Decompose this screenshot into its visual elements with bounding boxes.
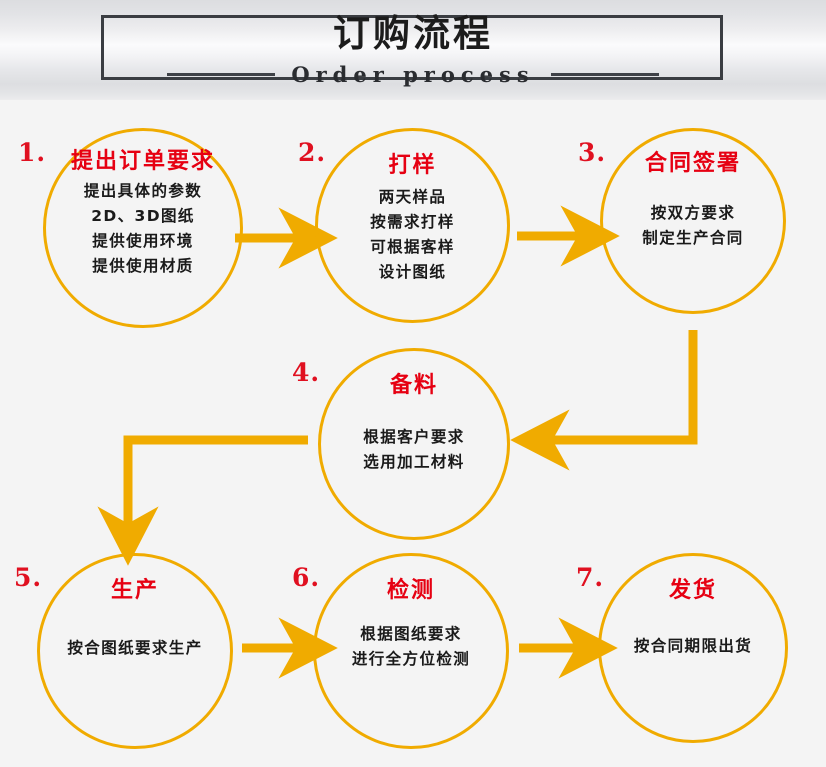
step-number-5: 5. — [14, 563, 43, 592]
flow-node-5-lines-0: 按合图纸要求生产 — [67, 639, 203, 657]
flow-node-1-lines: 提出具体的参数 2D、3D图纸提供使用环境提供使用材质 — [84, 179, 202, 279]
flow-node-1-lines-2: 提供使用环境 — [92, 232, 194, 250]
flow-node-3-lines-1: 制定生产合同 — [642, 229, 744, 247]
step-number-4: 4. — [292, 358, 321, 387]
flow-node-3[interactable]: 合同签署 按双方要求制定生产合同 — [600, 128, 786, 314]
title-frame — [101, 15, 723, 80]
flow-node-2-lines-1: 按需求打样 — [370, 213, 455, 231]
flow-node-1-lines-0: 提出具体的参数 — [83, 182, 203, 200]
subtitle-rule-left — [167, 73, 276, 76]
flow-node-6-lines-1: 进行全方位检测 — [351, 650, 471, 668]
flow-node-5-title: 生产 — [110, 578, 159, 603]
flow-node-2[interactable]: 打样 两天样品按需求打样可根据客样设计图纸 — [315, 128, 510, 323]
flow-node-3-lines-0: 按双方要求 — [650, 204, 736, 222]
flow-node-7-lines: 按合同期限出货 — [634, 634, 752, 659]
flow-node-4-lines: 根据客户要求选用加工材料 — [363, 425, 464, 475]
flow-node-2-lines: 两天样品按需求打样可根据客样设计图纸 — [370, 185, 455, 285]
page-title: 订购流程 — [333, 12, 493, 55]
flow-node-5-lines: 按合图纸要求生产 — [67, 636, 202, 661]
subtitle-rule-right — [550, 73, 659, 76]
flow-node-6-lines-0: 根据图纸要求 — [360, 625, 462, 643]
flow-node-2-title: 打样 — [388, 153, 437, 178]
flow-node-2-lines-0: 两天样品 — [378, 188, 447, 206]
step-number-3: 3. — [578, 138, 607, 167]
page-subtitle: Order process — [291, 62, 535, 87]
flow-node-7-title: 发货 — [668, 578, 717, 603]
flow-node-6-lines: 根据图纸要求进行全方位检测 — [352, 622, 470, 672]
flow-node-3-lines: 按双方要求制定生产合同 — [642, 201, 743, 251]
flow-node-4-title: 备料 — [389, 373, 438, 398]
flow-node-4-lines-0: 根据客户要求 — [363, 428, 465, 446]
flow-node-6-title: 检测 — [386, 578, 435, 603]
flow-node-1-lines-3: 提供使用材质 — [92, 257, 194, 275]
step-number-2: 2. — [298, 138, 327, 167]
flow-node-5[interactable]: 生产 按合图纸要求生产 — [37, 553, 233, 749]
step-number-6: 6. — [292, 563, 321, 592]
flow-node-7-lines-0: 按合同期限出货 — [633, 637, 753, 655]
flow-node-6[interactable]: 检测 根据图纸要求进行全方位检测 — [313, 553, 509, 749]
flow-node-3-title: 合同签署 — [644, 151, 741, 176]
flow-node-7[interactable]: 发货 按合同期限出货 — [598, 553, 788, 743]
step-number-7: 7. — [576, 563, 605, 592]
flow-node-2-lines-3: 设计图纸 — [378, 263, 447, 281]
flow-node-4[interactable]: 备料 根据客户要求选用加工材料 — [318, 348, 510, 540]
flow-node-1[interactable]: 提出订单要求 提出具体的参数 2D、3D图纸提供使用环境提供使用材质 — [43, 128, 243, 328]
flow-node-1-lines-1: 2D、3D图纸 — [91, 207, 195, 225]
flow-node-1-title: 提出订单要求 — [70, 149, 215, 174]
flow-node-2-lines-2: 可根据客样 — [370, 238, 455, 256]
flow-node-4-lines-1: 选用加工材料 — [363, 453, 465, 471]
step-number-1: 1. — [18, 138, 47, 167]
subtitle-row: Order process — [0, 62, 826, 87]
